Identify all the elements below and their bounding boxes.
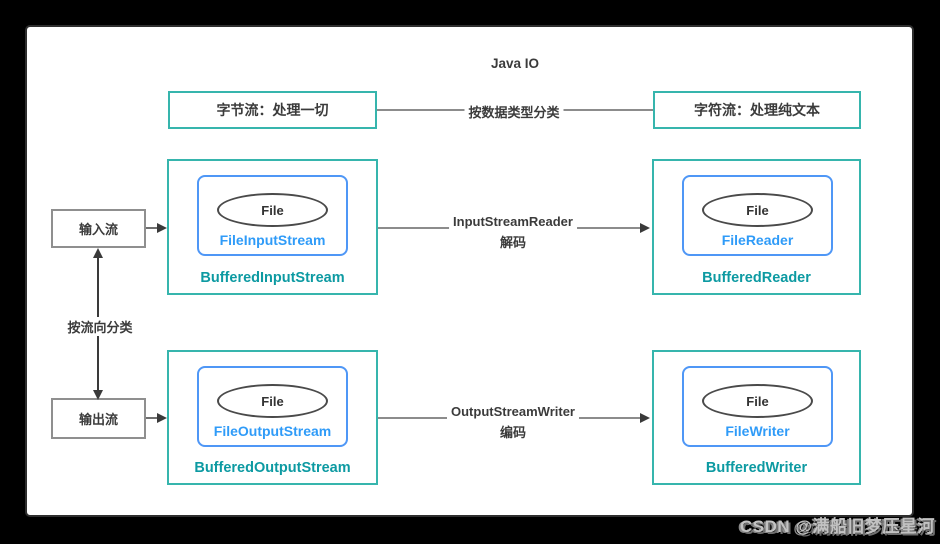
arrow-right-icon — [157, 413, 167, 423]
arrow-right-icon — [157, 223, 167, 233]
arrow-right-icon — [640, 413, 650, 423]
buffered-output-stream-box: File FileOutputStream BufferedOutputStre… — [167, 350, 378, 485]
file-input-stream-box: File FileInputStream — [197, 175, 348, 256]
buffered-output-stream-label: BufferedOutputStream — [194, 460, 351, 476]
buffered-input-stream-label: BufferedInputStream — [200, 270, 345, 286]
file-ellipse: File — [702, 384, 813, 418]
decode-connector-label: InputStreamReader — [449, 214, 577, 229]
file-ellipse: File — [217, 193, 328, 227]
encode-connector-sublabel: 编码 — [499, 425, 527, 440]
char-stream-box: 字符流：处理纯文本 — [653, 91, 861, 129]
output-to-buffered-line — [146, 417, 159, 419]
buffered-writer-label: BufferedWriter — [705, 460, 808, 476]
diagram-canvas: Java IO 字节流：处理一切 按数据类型分类 字符流：处理纯文本 输入流 输… — [25, 25, 914, 517]
data-type-connector-label: 按数据类型分类 — [464, 102, 564, 121]
file-reader-label: FileReader — [721, 232, 794, 248]
file-input-stream-label: FileInputStream — [219, 232, 326, 248]
buffered-reader-label: BufferedReader — [702, 270, 811, 286]
watermark: CSDN @满船旧梦压星河 — [740, 517, 935, 536]
buffered-input-stream-box: File FileInputStream BufferedInputStream — [167, 159, 378, 295]
encode-connector-label: OutputStreamWriter — [447, 404, 579, 419]
char-stream-label: 字符流：处理纯文本 — [694, 102, 820, 118]
byte-stream-box: 字节流：处理一切 — [168, 91, 377, 129]
decode-connector-sublabel: 解码 — [499, 235, 527, 250]
buffered-writer-box: File FileWriter BufferedWriter — [652, 350, 861, 485]
input-to-buffered-line — [146, 227, 159, 229]
file-output-stream-box: File FileOutputStream — [197, 366, 348, 447]
arrow-up-icon — [93, 248, 103, 258]
file-label: File — [261, 393, 284, 409]
arrow-down-icon — [93, 390, 103, 400]
output-stream-box: 输出流 — [51, 398, 146, 439]
file-output-stream-label: FileOutputStream — [213, 423, 332, 439]
buffered-reader-box: File FileReader BufferedReader — [652, 159, 861, 295]
file-ellipse: File — [702, 193, 813, 227]
file-reader-box: File FileReader — [682, 175, 833, 256]
file-label: File — [261, 202, 284, 218]
file-writer-box: File FileWriter — [682, 366, 833, 447]
byte-stream-label: 字节流：处理一切 — [216, 102, 329, 118]
page-title: Java IO — [490, 56, 540, 71]
file-label: File — [746, 393, 769, 409]
flow-direction-label: 按流向分类 — [63, 317, 137, 336]
file-ellipse: File — [217, 384, 328, 418]
output-stream-label: 输出流 — [78, 412, 118, 427]
arrow-right-icon — [640, 223, 650, 233]
input-stream-label: 输入流 — [78, 222, 118, 237]
file-label: File — [746, 202, 769, 218]
file-writer-label: FileWriter — [725, 423, 790, 439]
input-stream-box: 输入流 — [51, 209, 146, 248]
